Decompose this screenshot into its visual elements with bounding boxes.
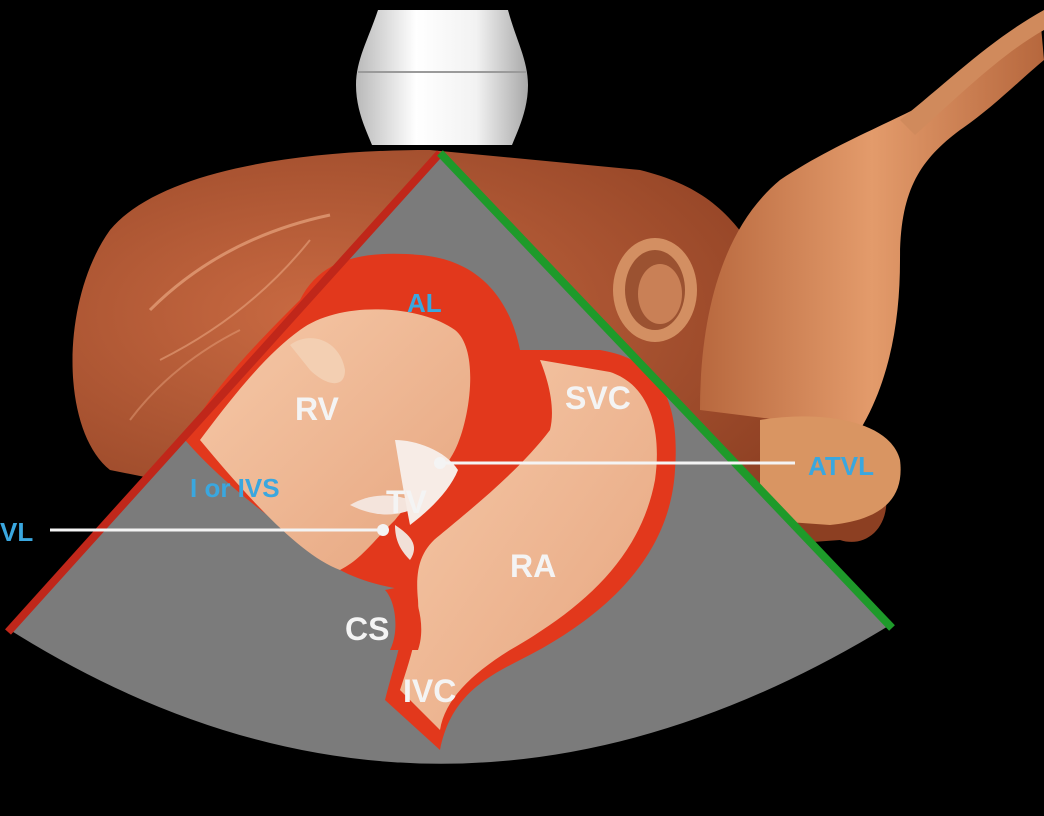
label-ra: RA <box>510 548 556 584</box>
label-atvl: ATVL <box>808 451 874 481</box>
label-rv: RV <box>295 391 340 427</box>
label-cs: CS <box>345 611 389 647</box>
label-ivs: I or IVS <box>190 473 280 503</box>
label-vl: VL <box>0 517 33 547</box>
ultrasound-probe-icon <box>356 10 528 145</box>
label-svc: SVC <box>565 380 631 416</box>
pulmonary-artery <box>613 238 697 342</box>
label-tv: TV <box>386 484 428 520</box>
label-ivc: IVC <box>403 673 456 709</box>
label-al: AL <box>407 288 442 318</box>
